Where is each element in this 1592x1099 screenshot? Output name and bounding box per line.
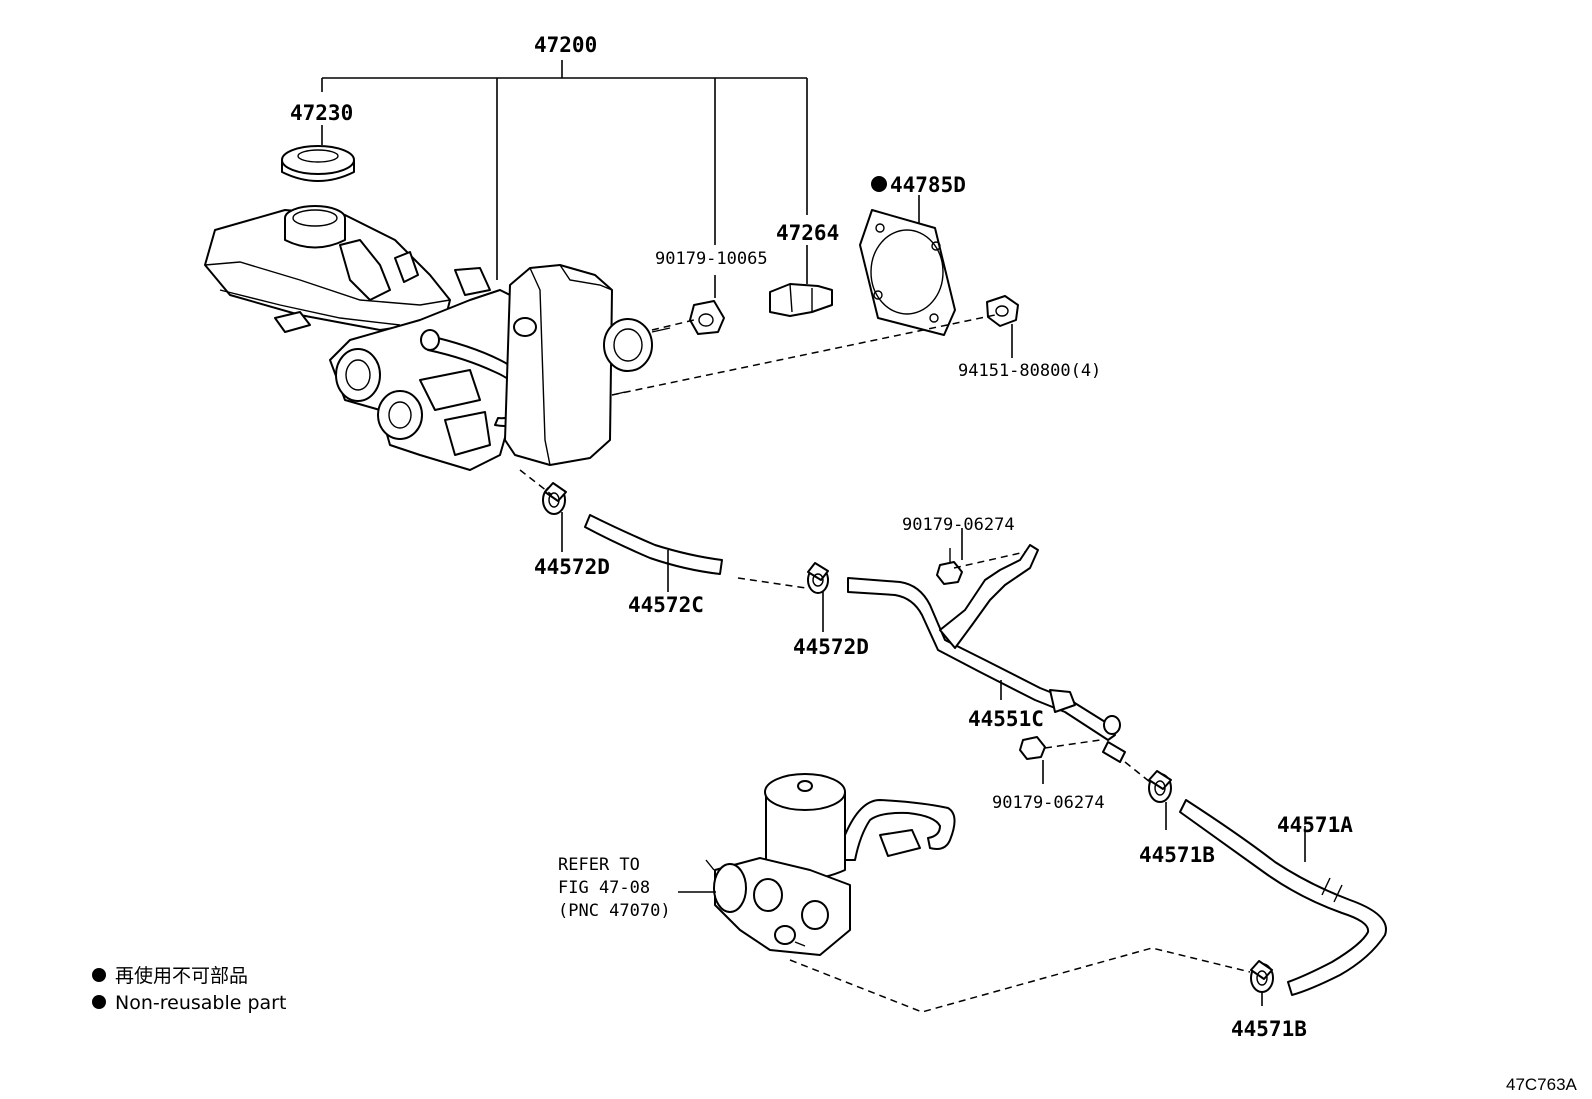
label-44551C: 44551C [968,707,1044,731]
nut-94151-80800 [986,295,1019,327]
label-44572D-left: 44572D [534,555,610,579]
nut-90179-06274-top [936,548,963,585]
label-44785D: 44785D [890,173,966,197]
reservoir-cap [281,145,355,182]
clamp-44572D-middle [807,562,829,594]
gasket-44785D [859,209,956,336]
dashed-lines [519,314,1251,1013]
label-44571B-lower: 44571B [1231,1017,1307,1041]
figure-code: 47C763A [1506,1075,1578,1094]
legend-bullet-en [92,995,106,1009]
brake-actuator-pump [705,773,956,956]
label-94151-80800: 94151-80800(4) [958,361,1101,381]
label-44572C: 44572C [628,593,704,617]
label-47230: 47230 [290,101,353,125]
hose-44571A [1179,799,1387,996]
part-labels: 47200 47230 44785D 90179-10065 47264 941… [290,33,1353,1041]
label-44571B-upper: 44571B [1139,843,1215,867]
clamp-44571B-lower [1250,960,1274,993]
nut-90179-06274-bottom [1019,736,1046,760]
label-47264: 47264 [776,221,839,245]
bracket-47264 [769,283,833,317]
label-90179-06274-top: 90179-06274 [902,515,1015,535]
master-cylinder-assembly [204,205,671,471]
clamp-44572D-left [542,482,567,515]
refer-line-3: (PNC 47070) [558,901,671,921]
pipe-44551C [847,544,1126,763]
legend-jp: 再使用不可部品 [115,965,248,987]
legend-en: Non-reusable part [115,992,286,1014]
clamp-44571B-upper [1148,770,1172,803]
refer-note: REFER TO FIG 47-08 (PNC 47070) [558,855,671,921]
label-44571A: 44571A [1277,813,1353,837]
hose-44572C [584,514,723,575]
refer-line-1: REFER TO [558,855,640,875]
nut-90179-10065 [689,300,725,335]
refer-line-2: FIG 47-08 [558,878,650,898]
label-90179-06274-bottom: 90179-06274 [992,793,1105,813]
legend-bullet-jp [92,968,106,982]
label-47200: 47200 [534,33,597,57]
leader-lines [321,60,1306,1006]
non-reusable-marker-44785D [871,176,887,192]
legend: 再使用不可部品 Non-reusable part [92,965,286,1014]
label-90179-10065: 90179-10065 [655,249,768,269]
label-44572D-middle: 44572D [793,635,869,659]
